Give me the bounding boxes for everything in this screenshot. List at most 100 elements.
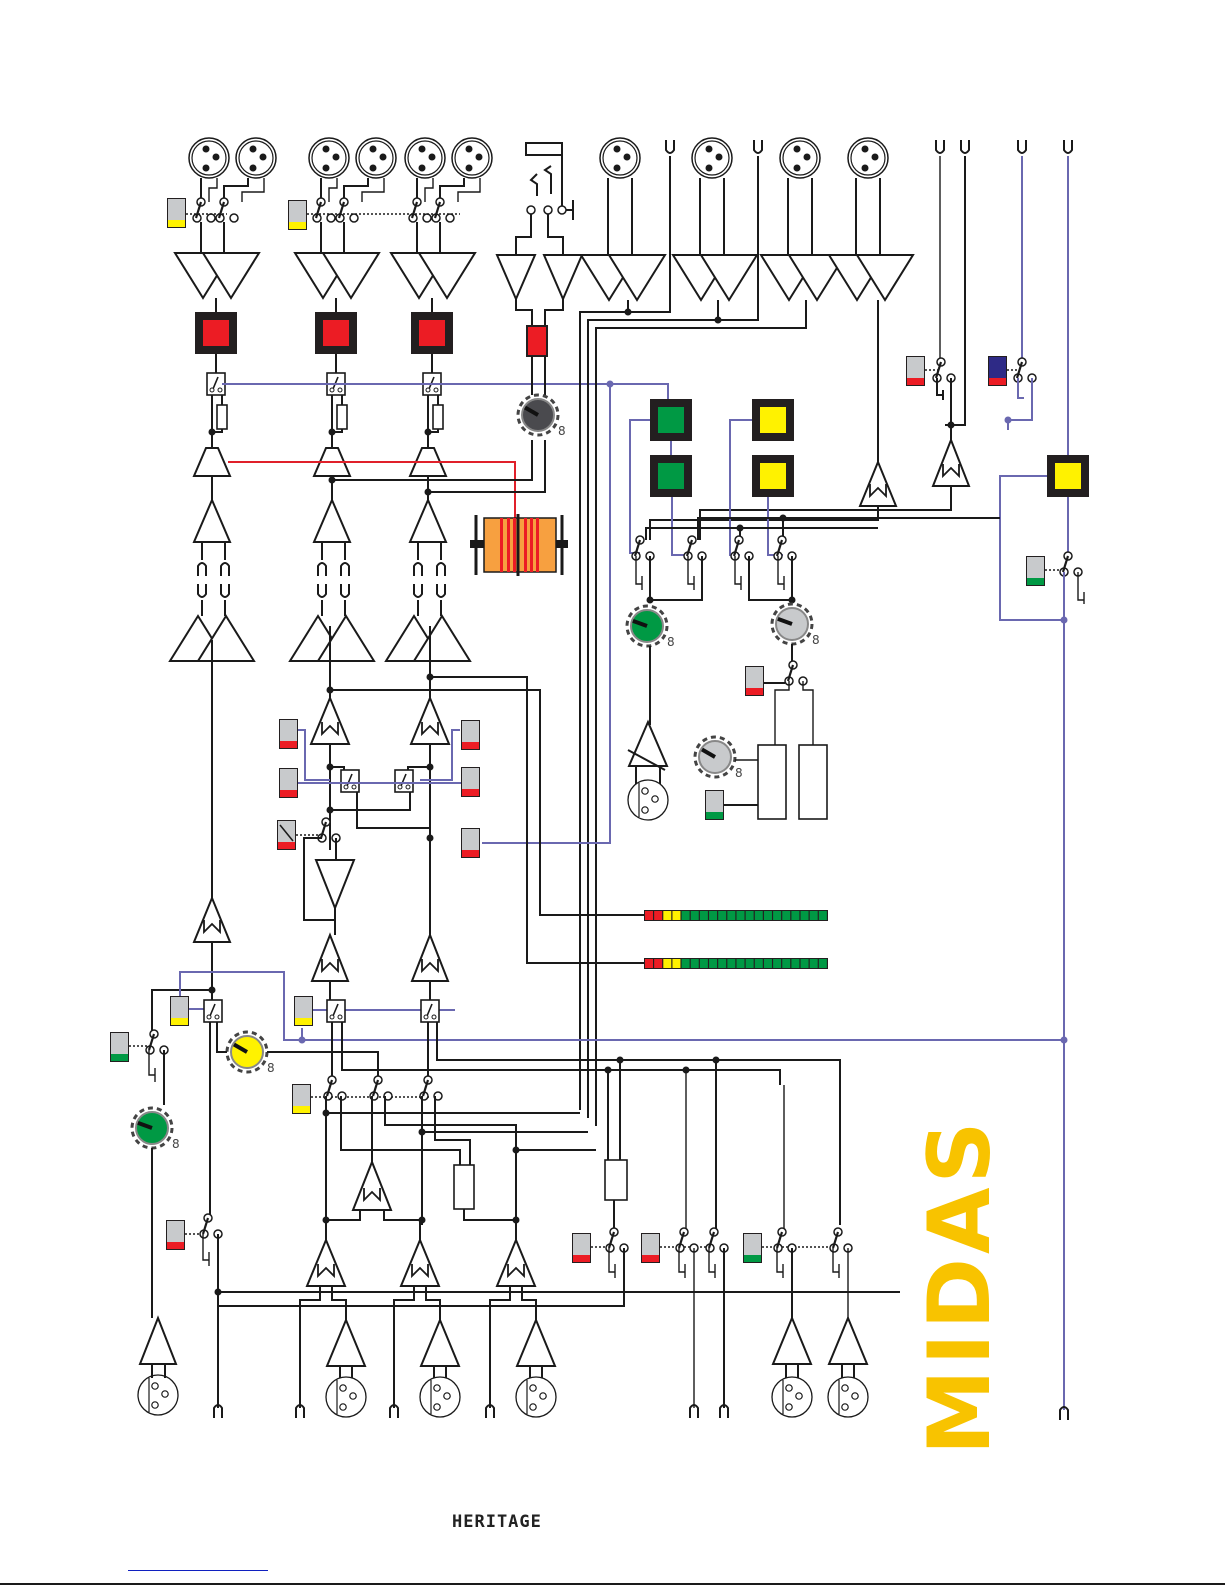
xlr-shell bbox=[780, 138, 820, 178]
relay-contact bbox=[426, 388, 430, 392]
amp-shape bbox=[544, 255, 582, 299]
relay-switch-icon[interactable] bbox=[395, 770, 413, 792]
phones-level-knob[interactable]: 8 bbox=[772, 604, 820, 647]
resistor-icon bbox=[217, 405, 227, 429]
xlr-shell bbox=[516, 1377, 556, 1417]
relay-switch-icon[interactable] bbox=[327, 1000, 345, 1022]
output-amp-icon bbox=[140, 1318, 176, 1364]
junction-node bbox=[647, 597, 654, 604]
mic-input-connector-icon bbox=[326, 1377, 366, 1417]
mic-input-connector-icon bbox=[516, 1377, 556, 1417]
wire bbox=[330, 792, 410, 810]
matrix-left-mid-button[interactable] bbox=[279, 768, 298, 798]
ext-src-button[interactable] bbox=[292, 1084, 311, 1114]
matrix-right-top-button[interactable] bbox=[461, 720, 480, 750]
button-led bbox=[989, 378, 1006, 385]
input-select-1-button[interactable] bbox=[167, 198, 186, 228]
button-led bbox=[293, 1106, 310, 1113]
wire bbox=[329, 178, 337, 202]
talkback-gain-knob[interactable]: 8 bbox=[518, 395, 566, 438]
relay-contact bbox=[344, 785, 348, 789]
xlr-pin bbox=[794, 165, 801, 172]
button-cap bbox=[293, 1085, 310, 1106]
xlr-pin bbox=[794, 146, 801, 153]
amp-shape bbox=[314, 500, 350, 542]
button-led bbox=[111, 1054, 128, 1061]
wire bbox=[548, 214, 563, 255]
ext-a-button[interactable] bbox=[572, 1233, 591, 1263]
mix-amp-icon bbox=[353, 1162, 391, 1210]
monitor-a-led[interactable] bbox=[650, 399, 692, 441]
xlr-shell bbox=[772, 1377, 812, 1417]
knob-max-label: 8 bbox=[558, 424, 566, 438]
ext-c-button[interactable] bbox=[743, 1233, 762, 1263]
xlr-pin bbox=[380, 154, 387, 161]
fader-stripe bbox=[524, 518, 527, 572]
button-cap bbox=[706, 791, 723, 812]
channel-1-clip-led[interactable] bbox=[195, 312, 237, 354]
channel-3-clip-led[interactable] bbox=[411, 312, 453, 354]
relay-switch-icon[interactable] bbox=[341, 770, 359, 792]
meter-segment bbox=[773, 911, 781, 920]
button-cap bbox=[573, 1234, 590, 1255]
matrix-right-mid-button[interactable] bbox=[461, 767, 480, 797]
talkback-level-led[interactable] bbox=[527, 326, 547, 356]
monitor-b-led[interactable] bbox=[752, 399, 794, 441]
switch-terminal bbox=[327, 214, 335, 222]
knob-max-label: 8 bbox=[667, 635, 675, 649]
button-led bbox=[167, 1242, 184, 1249]
matrix-dim-button[interactable] bbox=[277, 820, 296, 850]
mon-src-button[interactable] bbox=[294, 996, 313, 1026]
xlr-pin bbox=[642, 788, 648, 794]
matrix-right-amp-icon bbox=[411, 698, 449, 744]
channel-fader[interactable] bbox=[470, 514, 568, 576]
relay-contact bbox=[210, 388, 214, 392]
meter-segment bbox=[810, 911, 818, 920]
osc-level-knob[interactable]: 8 bbox=[695, 737, 743, 780]
bus-a-button[interactable] bbox=[906, 356, 925, 386]
mon-a-button[interactable] bbox=[170, 996, 189, 1026]
input-channel-2 bbox=[313, 178, 384, 616]
channel-amp-icon bbox=[410, 500, 446, 542]
master-meter-led[interactable] bbox=[1047, 455, 1089, 497]
channel-amp-icon bbox=[194, 500, 230, 542]
ext-b-button[interactable] bbox=[641, 1233, 660, 1263]
relay-switch-icon[interactable] bbox=[204, 1000, 222, 1022]
ext-out-connector-icon bbox=[828, 1377, 868, 1417]
output-connector-icon bbox=[138, 1375, 178, 1415]
talk-button[interactable] bbox=[166, 1220, 185, 1250]
amp-shape bbox=[773, 1318, 811, 1364]
amp-shape bbox=[327, 1320, 365, 1366]
monitor-level-knob[interactable]: 8 bbox=[627, 606, 675, 649]
channel-2-clip-led[interactable] bbox=[315, 312, 357, 354]
footer-link-underline[interactable] bbox=[128, 1570, 268, 1571]
meter-segment bbox=[791, 959, 799, 968]
mic-preamp-icon bbox=[327, 1320, 365, 1366]
input-channel-1 bbox=[193, 178, 264, 616]
bus-b-button[interactable] bbox=[988, 356, 1007, 386]
relay-switch-icon[interactable] bbox=[421, 1000, 439, 1022]
mon-mono-button[interactable] bbox=[110, 1032, 129, 1062]
xlr-shell bbox=[452, 138, 492, 178]
led-lamp bbox=[1055, 463, 1081, 489]
xlr-pin bbox=[350, 1393, 356, 1399]
matrix-right-low-button[interactable] bbox=[461, 828, 480, 858]
xlr-pin bbox=[706, 146, 713, 153]
input-select-2-button[interactable] bbox=[288, 200, 307, 230]
xlr-pin bbox=[642, 807, 648, 813]
monitor-b2-led[interactable] bbox=[752, 455, 794, 497]
mon-trim-knob[interactable]: 8 bbox=[227, 1032, 275, 1075]
phones-mute-button[interactable] bbox=[745, 666, 764, 696]
jack-socket-icon bbox=[414, 584, 422, 597]
button-led bbox=[1027, 578, 1044, 585]
master-level-knob[interactable]: 8 bbox=[132, 1108, 180, 1151]
matrix-left-top-button[interactable] bbox=[279, 719, 298, 749]
osc-button[interactable] bbox=[705, 790, 724, 820]
meter-segment bbox=[727, 911, 735, 920]
xlr-pin bbox=[862, 146, 869, 153]
wire bbox=[217, 1022, 227, 1052]
wire bbox=[531, 174, 537, 196]
monitor-a2-led[interactable] bbox=[650, 455, 692, 497]
xlr-pin bbox=[203, 165, 210, 172]
master-mono-button[interactable] bbox=[1026, 556, 1045, 586]
